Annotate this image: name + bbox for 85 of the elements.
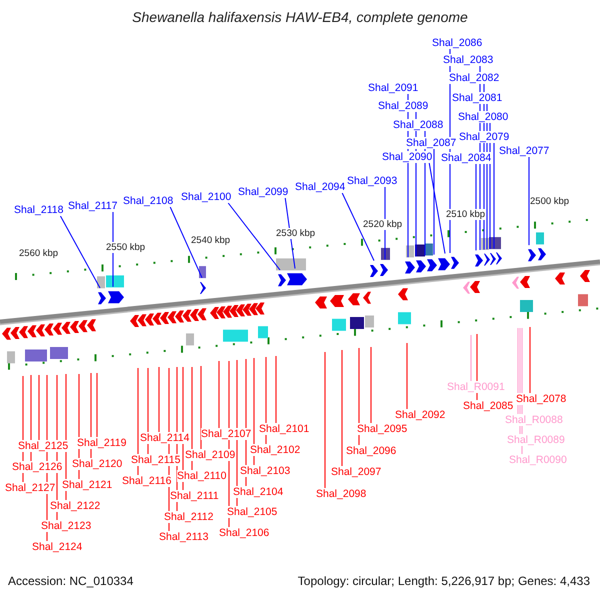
gene-label: Shal_2078 [516, 393, 566, 405]
gene-label: Shal_R0090 [509, 454, 567, 466]
gene-label: Shal_2107 [201, 428, 252, 440]
gene-label: Shal_2088 [393, 119, 444, 131]
gene-label: Shal_2096 [346, 445, 396, 457]
gene-label: Shal_2120 [72, 458, 122, 470]
axis-label: 2560 kbp [19, 248, 58, 259]
gene-label: Shal_2123 [41, 520, 92, 532]
gene-label: Shal_2100 [181, 191, 232, 203]
leader-line [158, 366, 160, 432]
footer-text: Accession: NC_010334 [8, 574, 134, 588]
leader-line [30, 374, 32, 462]
gene-label: Shal_2112 [164, 511, 214, 523]
gene-label: Shal_2115 [131, 454, 180, 466]
gene-label: Shal_2118 [14, 204, 64, 216]
leader-line [470, 334, 472, 382]
leader-line [358, 348, 360, 446]
gene-label: Shal_2097 [331, 466, 382, 478]
leader-line [112, 212, 114, 288]
axis-label: 2530 kbp [276, 228, 316, 239]
leader-line [342, 192, 374, 262]
leader-line [170, 206, 202, 278]
gene-label: Shal_2095 [357, 423, 408, 435]
gene-label: Shal_R0089 [507, 434, 565, 446]
gene-label: Shal_2125 [18, 440, 68, 452]
gene-label: Shal_2127 [5, 482, 56, 494]
leader-line [96, 372, 98, 438]
gene-label: Shal_2079 [459, 131, 510, 143]
gene-label: Shal_2104 [233, 486, 284, 498]
gene-label: Shal_R0091 [447, 381, 505, 393]
gene-label: Shal_2094 [295, 181, 346, 193]
gene-label: Shal_2122 [50, 500, 100, 512]
gene-label: Shal_2084 [441, 152, 492, 164]
gene-label: Shal_2119 [77, 437, 126, 449]
gene-label: Shal_2101 [259, 423, 310, 435]
gene-label: Shal_2080 [458, 111, 508, 123]
diagram-title: Shewanella halifaxensis HAW-EB4, complete genome [131, 9, 469, 25]
gene-label: Shal_2082 [449, 72, 500, 84]
gene-label: Shal_R0088 [505, 414, 563, 426]
gene-label: Shal_2099 [238, 186, 288, 198]
gene-label: Shal_2116 [122, 475, 172, 487]
gene-label: Shal_2087 [406, 137, 456, 149]
axis-label: 2510 kbp [446, 209, 486, 220]
gene-label: Shal_2126 [12, 461, 62, 473]
leader-line [90, 372, 92, 458]
leader-line [38, 374, 40, 440]
gene-label: Shal_2109 [185, 449, 236, 461]
gene-label: Shal_2114 [140, 432, 190, 444]
leader-line [324, 352, 326, 488]
leader-line [528, 156, 530, 246]
gene-label: Shal_2089 [378, 100, 428, 112]
gene-label: Shal_2103 [240, 465, 290, 477]
footer-text: Topology: circular; Length: 5,226,917 bp; Genes: 4,433 [298, 574, 590, 588]
axis-label: 2540 kbp [191, 235, 230, 246]
leader-line [218, 360, 220, 428]
gene-label: Shal_2092 [395, 409, 446, 421]
gene-label: Shal_2105 [227, 506, 278, 518]
gene-label: Shal_2106 [219, 527, 270, 539]
gene-label: Shal_2086 [432, 37, 482, 49]
gene-label: Shal_2077 [499, 145, 550, 157]
gene-label: Shal_2081 [452, 92, 502, 104]
leader-line [406, 342, 408, 410]
gene-label: Shal_2124 [32, 541, 82, 553]
leader-line [370, 346, 372, 424]
gene-label: Shal_2121 [62, 479, 112, 491]
axis-label: 2500 kbp [530, 196, 570, 207]
gene-label: Shal_2091 [368, 82, 418, 94]
leader-line [428, 162, 446, 254]
axis-label: 2550 kbp [106, 242, 146, 253]
leader-line [228, 202, 280, 270]
gene-label: Shal_2093 [347, 175, 398, 187]
gene-label: Shal_2108 [123, 195, 174, 207]
leader-line [60, 216, 100, 288]
gene-label: Shal_2113 [159, 531, 208, 543]
gene-label: Shal_2102 [250, 444, 300, 456]
leader-line [284, 198, 296, 269]
gene-label: Shal_2098 [316, 488, 366, 500]
gene-label: Shal_2117 [68, 200, 118, 212]
leader-line [200, 366, 202, 450]
gene-label: Shal_2085 [463, 400, 514, 412]
gene-label: Shal_2111 [170, 490, 219, 502]
gene-label: Shal_2083 [443, 54, 494, 66]
axis-label: 2520 kbp [363, 219, 402, 230]
gene-label: Shal_2090 [382, 151, 432, 163]
gene-label: Shal_2110 [177, 470, 226, 482]
